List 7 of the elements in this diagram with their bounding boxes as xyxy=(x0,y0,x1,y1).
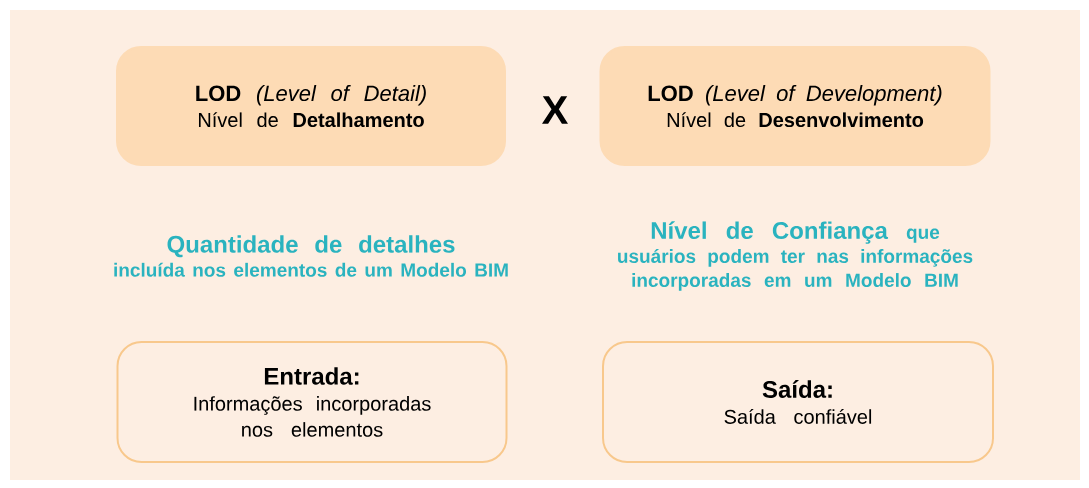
description-text: Quantidade de detalhes incluída nos elementos de um Modelo BIM xyxy=(114,235,508,277)
text-box: Entrada: Informações incorporadas nos elementos xyxy=(116,341,508,463)
description-text: Nível de Confiança que usuários podem ter nas informações incorporadas em um Modelo BIM xyxy=(618,221,973,291)
text-box: Saída: Saída confiável xyxy=(602,341,994,463)
text-box: LOD (Level of Development) Nível de Desenvolvimento xyxy=(599,46,991,166)
text-box: LOD (Level of Detail) Nível de Detalhamento xyxy=(116,46,506,166)
versus-sign: X xyxy=(542,96,568,124)
